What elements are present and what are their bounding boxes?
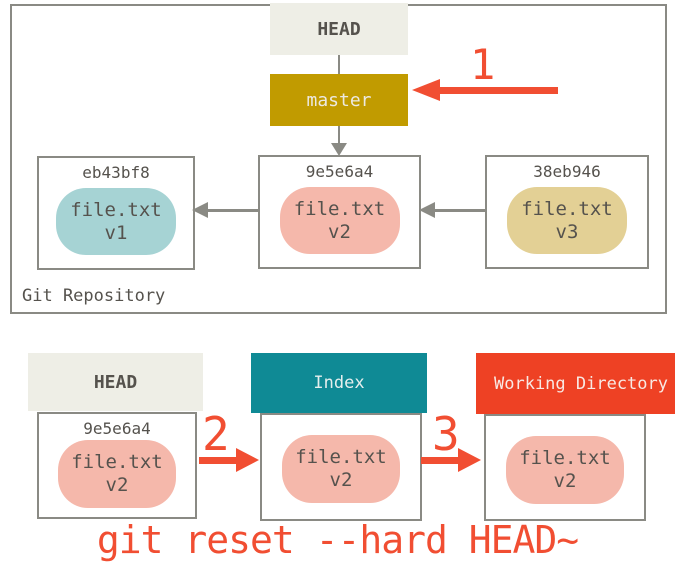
file-version-label: v3 xyxy=(555,220,579,243)
step-2-arrowhead-right-icon xyxy=(236,448,259,472)
file-version-label: v1 xyxy=(104,221,128,244)
step-1-arrow-shaft xyxy=(440,87,558,94)
working-directory-box: file.txt v2 xyxy=(484,414,646,521)
file-name-label: file.txt xyxy=(293,197,386,220)
file-name-label: file.txt xyxy=(71,451,163,473)
commit-box-3: 38eb946 file.txt v3 xyxy=(485,155,649,269)
index-area-header: Index xyxy=(251,353,427,413)
commit-hash-label: 9e5e6a4 xyxy=(83,419,151,438)
file-blob-head: file.txt v2 xyxy=(58,440,176,508)
commit-hash-label: eb43bf8 xyxy=(82,163,150,182)
step-3-label: 3 xyxy=(432,407,460,461)
file-name-label: file.txt xyxy=(521,197,613,220)
step-2-label: 2 xyxy=(202,407,230,461)
parent-arrow-shaft xyxy=(208,209,258,212)
file-version-label: v2 xyxy=(328,220,351,243)
head-to-master-connector xyxy=(338,55,340,74)
file-version-label: v2 xyxy=(329,469,353,491)
head-ref-box: HEAD xyxy=(270,3,408,55)
file-blob-v3: file.txt v3 xyxy=(507,187,627,254)
head-area-box: 9e5e6a4 file.txt v2 xyxy=(37,412,197,519)
commit-hash-label: 38eb946 xyxy=(533,162,601,181)
master-to-commit-line xyxy=(338,126,340,144)
step-1-label: 1 xyxy=(470,40,496,89)
file-name-label: file.txt xyxy=(295,446,387,468)
step-3-arrow-shaft xyxy=(421,457,458,464)
step-2-arrow-shaft xyxy=(199,457,236,464)
commit-hash-label: 9e5e6a4 xyxy=(305,162,374,181)
commit-box-2: 9e5e6a4 file.txt v2 xyxy=(258,155,421,269)
index-area-box: file.txt v2 xyxy=(260,413,422,521)
step-3-arrowhead-right-icon xyxy=(458,448,481,472)
file-blob-v1: file.txt v1 xyxy=(56,188,176,255)
git-repository-label: Git Repository xyxy=(22,286,166,306)
arrowhead-down-icon xyxy=(331,143,347,156)
file-version-label: v2 xyxy=(105,474,129,496)
master-branch-box: master xyxy=(270,74,408,126)
file-version-label: v2 xyxy=(553,470,577,492)
parent-arrowhead-left-icon xyxy=(419,202,435,218)
parent-arrow-shaft xyxy=(435,209,485,212)
file-name-label: file.txt xyxy=(70,198,162,221)
caption-command: git reset --hard HEAD~ xyxy=(96,518,579,562)
parent-arrowhead-left-icon xyxy=(192,202,208,218)
working-directory-header: Working Directory xyxy=(476,353,675,414)
commit-box-1: eb43bf8 file.txt v1 xyxy=(37,156,195,270)
file-blob-v2: file.txt v2 xyxy=(279,187,400,254)
step-1-arrowhead-left-icon xyxy=(412,79,440,101)
head-area-header: HEAD xyxy=(28,353,203,411)
file-name-label: file.txt xyxy=(519,447,611,469)
file-blob-index: file.txt v2 xyxy=(282,435,400,503)
file-blob-working: file.txt v2 xyxy=(506,436,624,504)
